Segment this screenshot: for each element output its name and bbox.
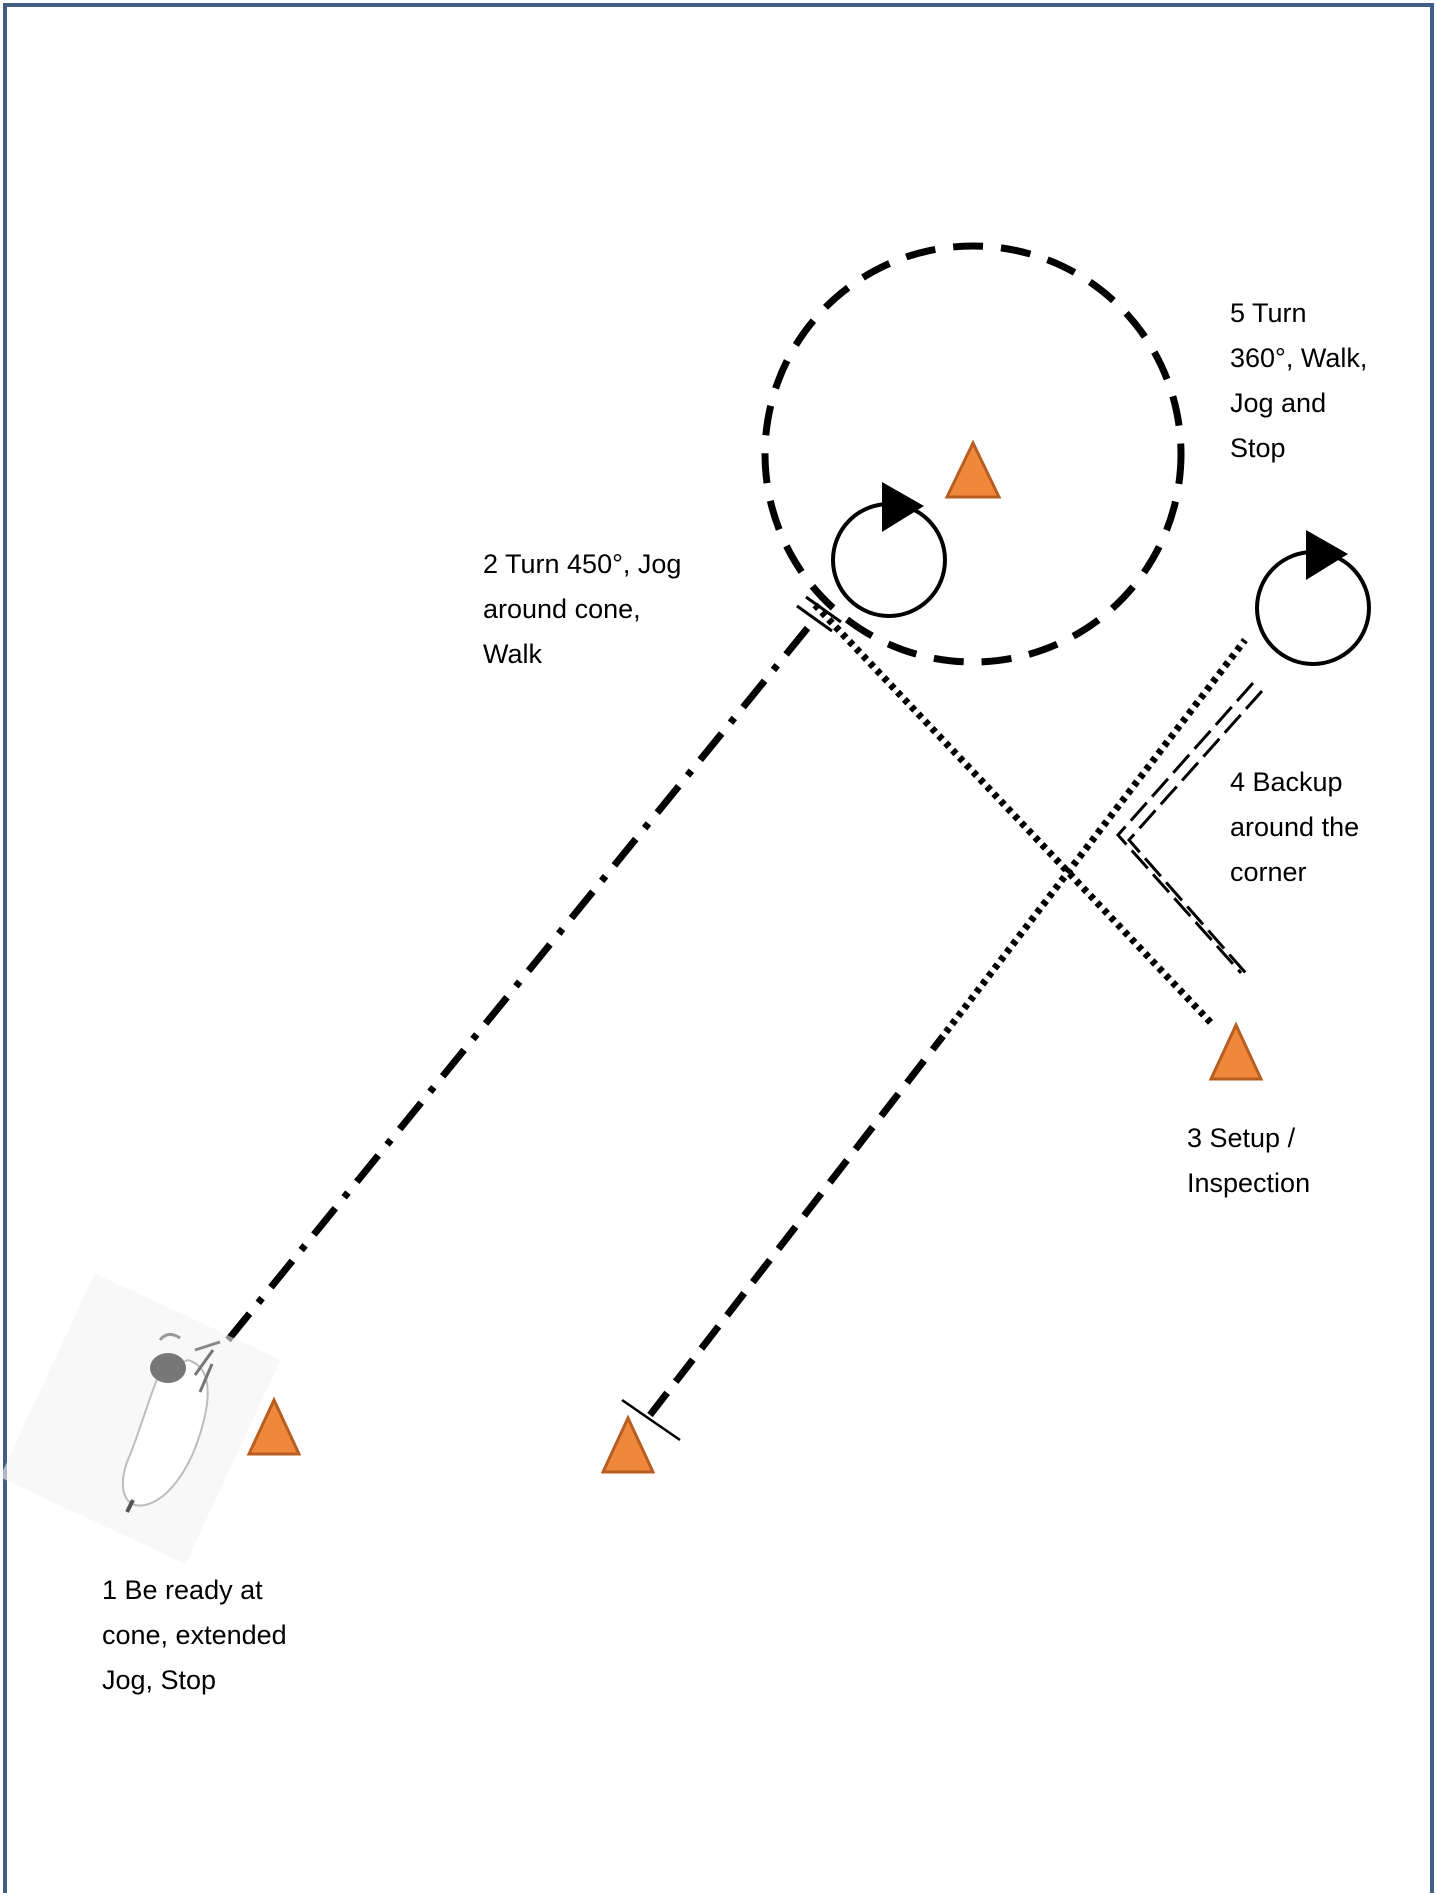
- page-frame: [3, 3, 1434, 1893]
- orange-cone-icon: [944, 439, 1002, 499]
- circular-turn-arrow-icon: [831, 482, 947, 618]
- dashed-path: [647, 1037, 943, 1418]
- horse-and-rider-icon: [0, 1273, 281, 1564]
- orange-cone-icon: [246, 1396, 302, 1456]
- dotted-path-to-turn: [937, 637, 1248, 1043]
- circular-turn-arrow-icon: [1255, 530, 1371, 666]
- step-5-label: 5 Turn 360°, Walk, Jog and Stop: [1230, 298, 1368, 463]
- dash-dot-path: [225, 622, 813, 1343]
- start-marker-top: [796, 604, 833, 633]
- dashed-circle-path: [761, 242, 1185, 666]
- start-marker-top-2: [805, 595, 842, 624]
- dotted-path-to-setup: [812, 602, 1216, 1028]
- backup-double-path: [1115, 682, 1264, 979]
- step-1-label: 1 Be ready at cone, extended Jog, Stop: [102, 1575, 287, 1695]
- start-marker-bottom: [621, 1398, 681, 1442]
- orange-cone-icon: [1208, 1021, 1264, 1081]
- step-3-label: 3 Setup / Inspection: [1187, 1123, 1311, 1198]
- step-2-label: 2 Turn 450°, Jog around cone, Walk: [483, 549, 682, 669]
- orange-cone-icon: [600, 1414, 656, 1474]
- step-4-label: 4 Backup around the corner: [1230, 767, 1360, 887]
